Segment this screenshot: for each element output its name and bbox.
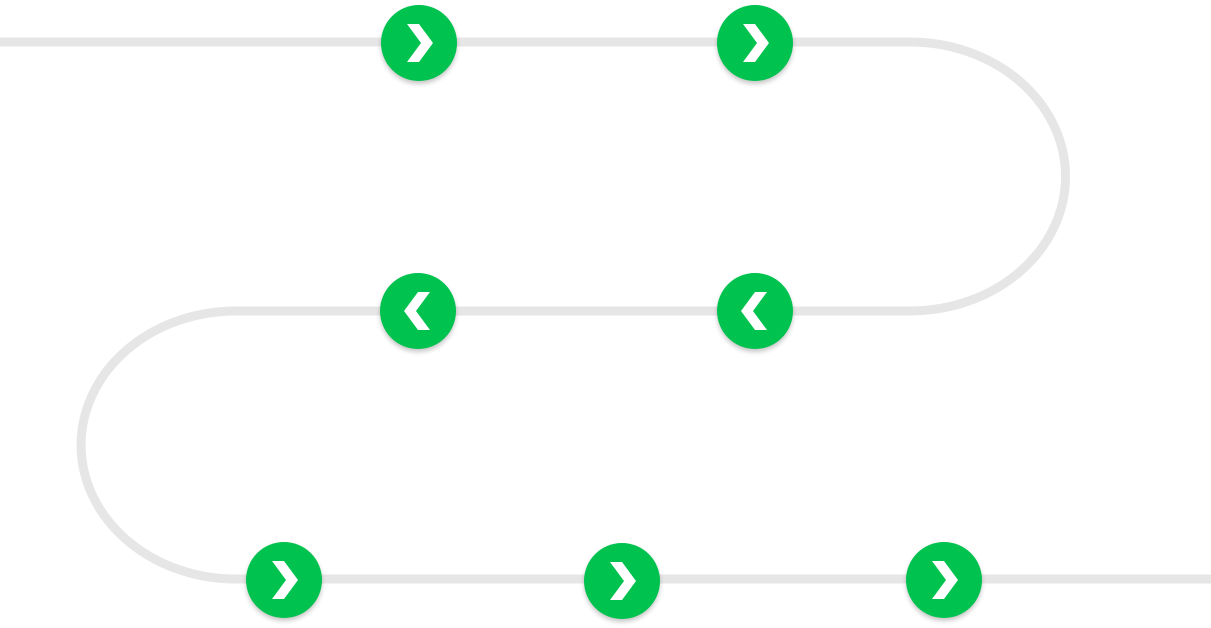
track-left-turn-and-bottom — [76, 306, 1211, 584]
step-node-top-2[interactable] — [717, 5, 793, 81]
step-node-bottom-1[interactable] — [246, 542, 322, 618]
track-top-and-right-turn — [0, 37, 1071, 316]
step-node-bottom-3[interactable] — [906, 542, 982, 618]
step-node-bottom-2[interactable] — [584, 543, 660, 619]
chevron-right-icon — [407, 24, 433, 62]
chevron-right-icon — [743, 24, 769, 62]
step-node-middle-2[interactable] — [717, 273, 793, 349]
chevron-left-icon — [404, 292, 430, 330]
chevron-right-icon — [610, 562, 636, 600]
chevron-left-icon — [741, 292, 767, 330]
chevron-right-icon — [272, 561, 298, 599]
chevron-right-icon — [932, 561, 958, 599]
step-node-top-1[interactable] — [381, 5, 457, 81]
step-node-middle-1[interactable] — [380, 273, 456, 349]
